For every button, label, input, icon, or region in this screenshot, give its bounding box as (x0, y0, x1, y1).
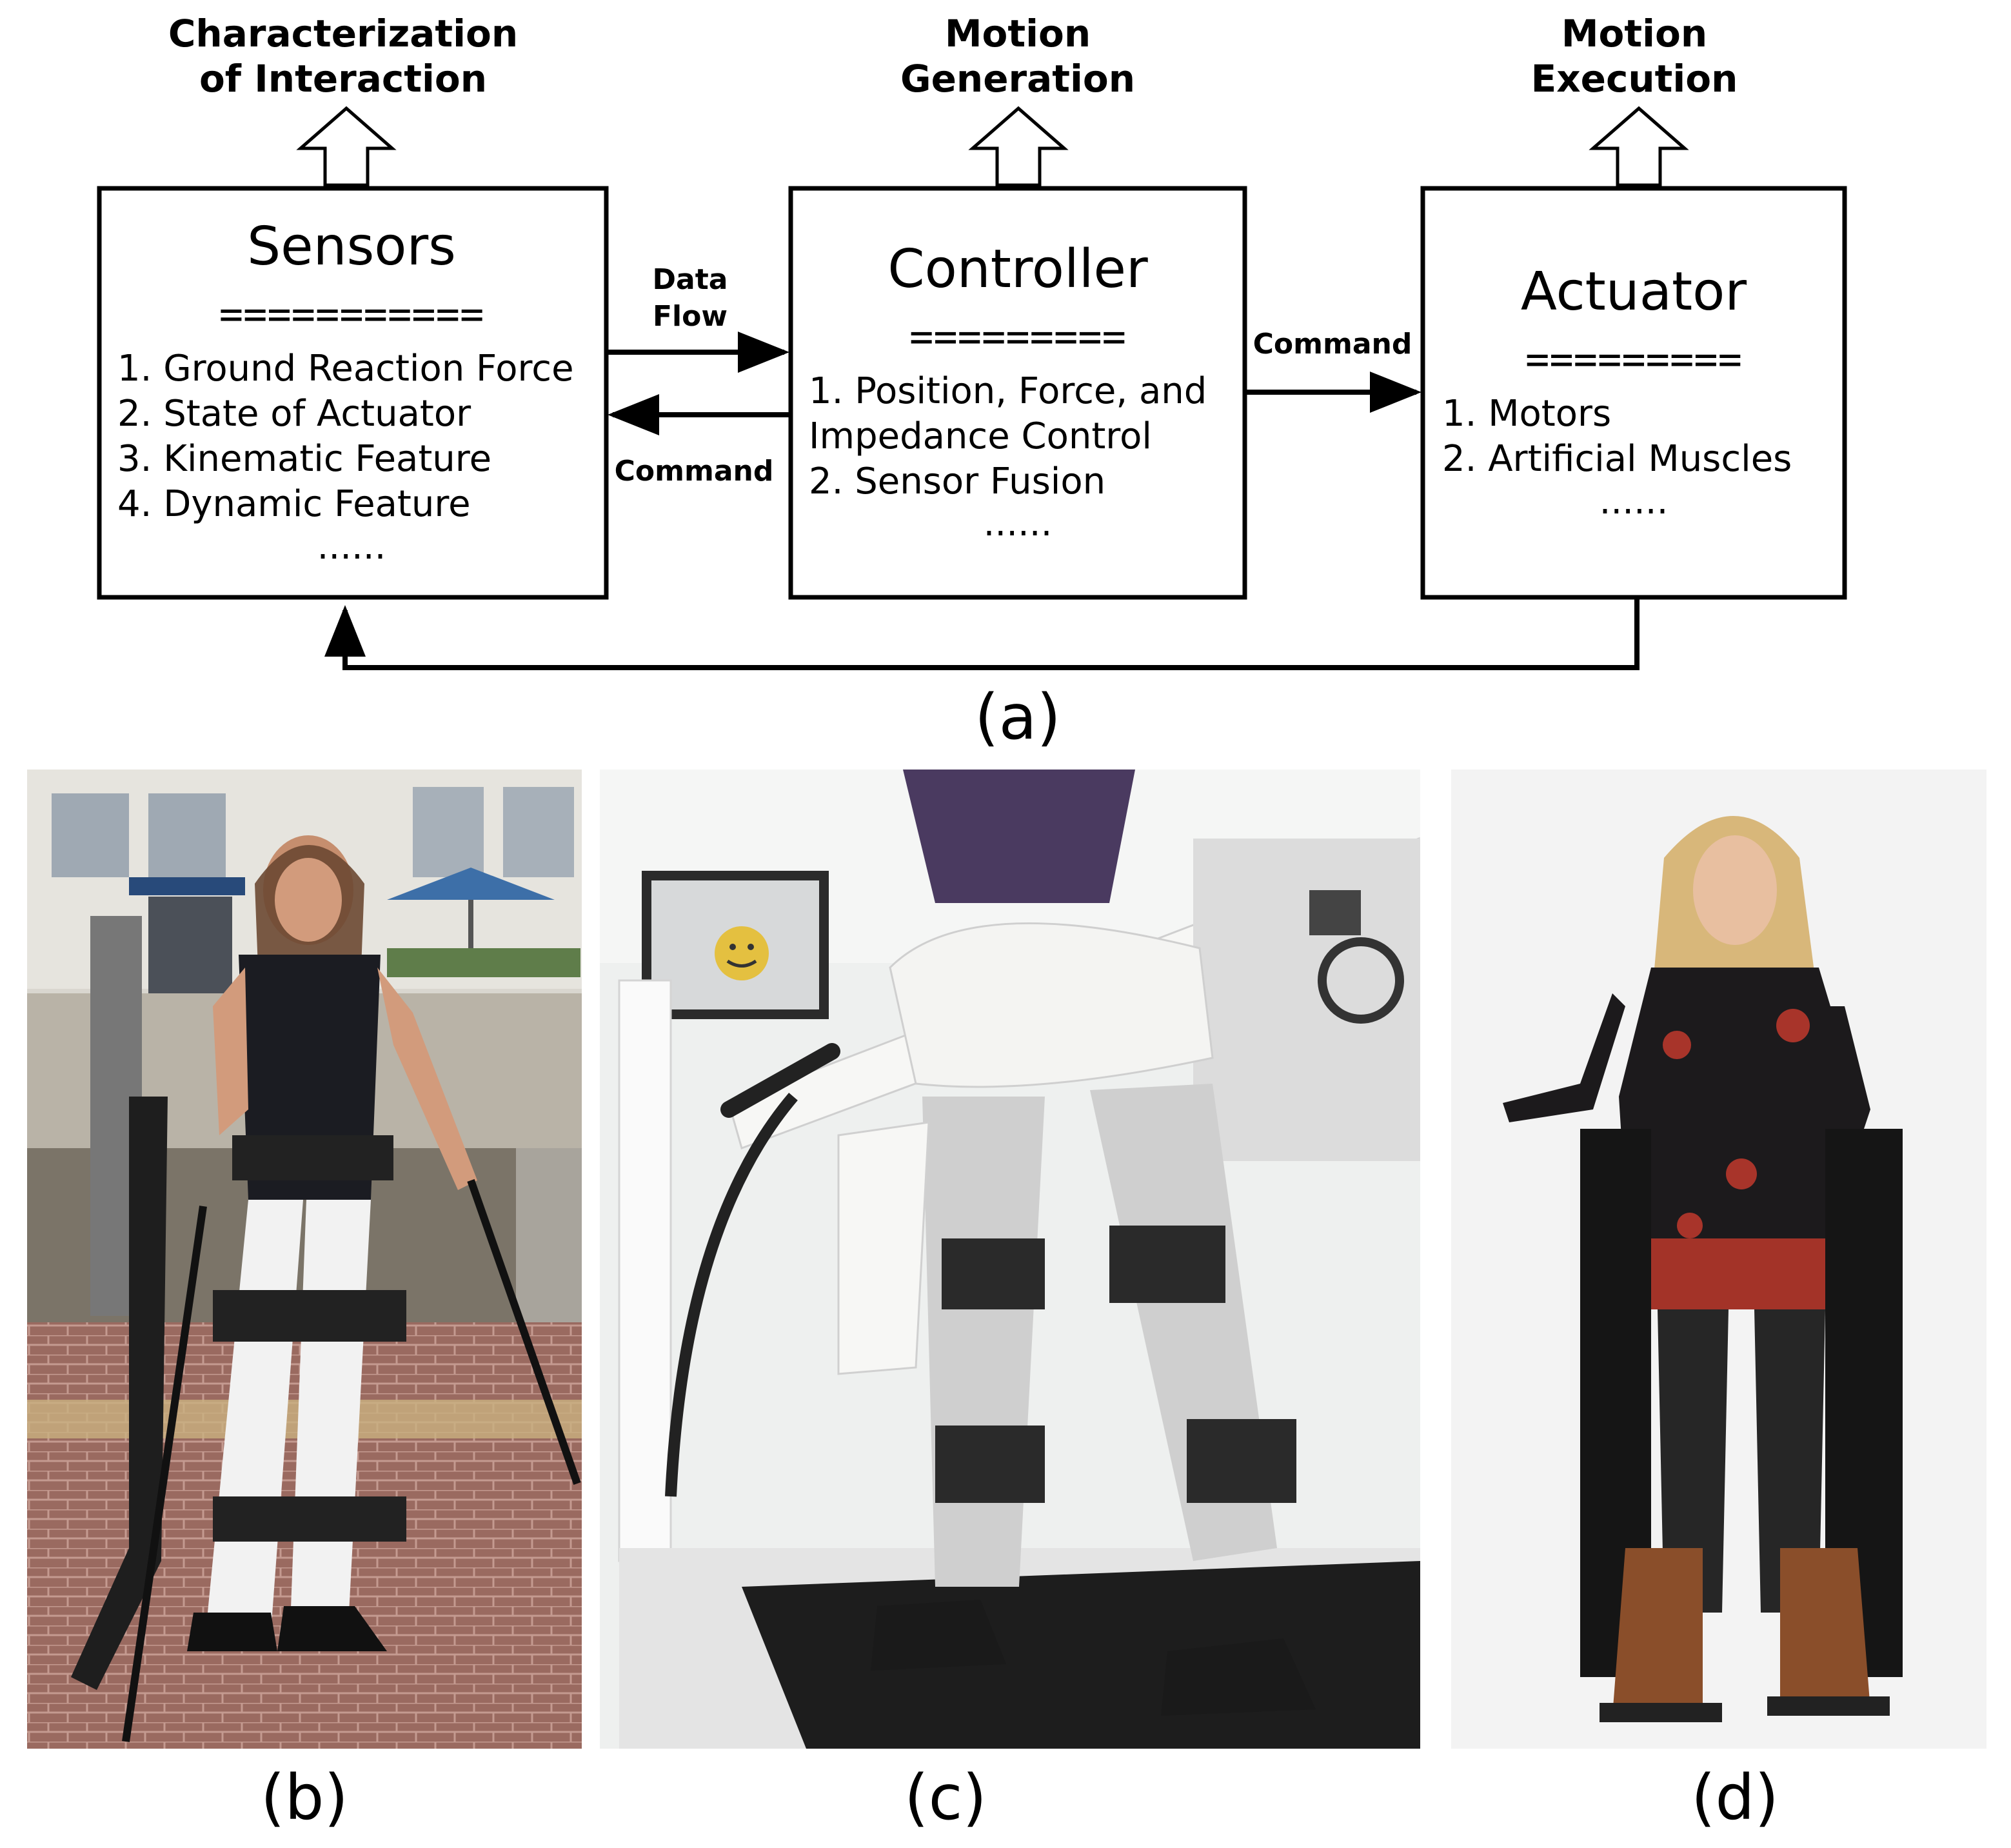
sensors-output-label-line1: Characterization (168, 12, 518, 55)
actuator-output-label-line2: Execution (1531, 57, 1738, 101)
sensors-item-1: 1. Ground Reaction Force (117, 348, 574, 390)
actuator-separator: ========= (1525, 335, 1742, 383)
block-diagram: Characterization of Interaction Motion G… (97, 12, 1847, 753)
sensors-output-label-line2: of Interaction (199, 57, 487, 101)
actuator-ellipsis: ...... (1600, 481, 1669, 522)
actuator-output-label-line1: Motion (1561, 12, 1707, 55)
actuator-output-arrow-icon (1589, 106, 1689, 187)
controller-separator: ========= (909, 313, 1126, 360)
controller-item-2: 2. Sensor Fusion (809, 461, 1105, 502)
panel-label-c: (c) (904, 1762, 987, 1834)
data-flow-label-line2: Flow (653, 300, 728, 333)
controller-item-1: 1. Position, Force, and (809, 370, 1207, 412)
sensors-title: Sensors (247, 216, 456, 277)
controller-box: Controller ========= 1. Position, Force,… (788, 186, 1247, 600)
sensors-separator: =========== (219, 290, 484, 337)
controller-output-arrow-icon (968, 106, 1069, 187)
feedback-loop-arrow (324, 597, 1640, 670)
actuator-title: Actuator (1521, 261, 1747, 323)
controller-title: Controller (887, 239, 1148, 300)
sensors-item-2: 2. State of Actuator (117, 393, 471, 435)
photo-d (1451, 770, 1986, 1749)
panel-label-a: (a) (975, 681, 1061, 753)
controller-output-label-line2: Generation (900, 57, 1135, 101)
photo-b (27, 770, 582, 1749)
actuator-box: Actuator ========= 1. Motors 2. Artifici… (1420, 186, 1847, 600)
sensors-box: Sensors =========== 1. Ground Reaction F… (97, 186, 609, 600)
controller-item-1-cont: Impedance Control (809, 415, 1152, 457)
command-forward-label: Command (1253, 328, 1412, 361)
controller-output-label-line1: Motion (945, 12, 1091, 55)
sensors-output-arrow-icon (296, 106, 397, 187)
sensors-item-4: 4. Dynamic Feature (117, 483, 471, 525)
panel-label-b: (b) (261, 1762, 348, 1834)
command-back-label: Command (615, 455, 774, 488)
data-flow-label-line1: Data (653, 263, 728, 296)
actuator-item-2: 2. Artificial Muscles (1442, 438, 1792, 480)
sensors-ellipsis: ...... (317, 526, 386, 568)
panel-label-d: (d) (1691, 1762, 1779, 1834)
controller-ellipsis: ...... (984, 502, 1053, 544)
actuator-item-1: 1. Motors (1442, 393, 1611, 435)
photo-c (600, 770, 1420, 1749)
sensors-item-3: 3. Kinematic Feature (117, 438, 491, 480)
